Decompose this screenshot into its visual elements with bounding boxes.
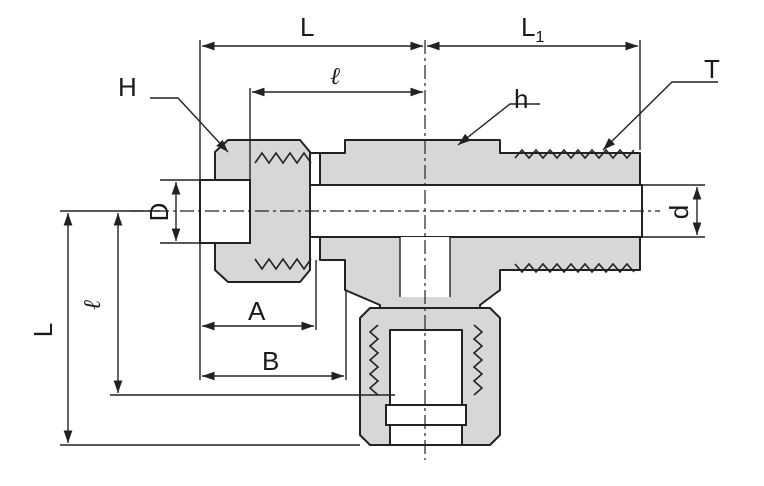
center-lines [130, 40, 660, 460]
label-H: H [118, 72, 137, 102]
label-A: A [248, 296, 266, 326]
label-L1-main: L [521, 12, 535, 42]
label-L1-subscript: 1 [535, 29, 544, 46]
label-d: d [664, 205, 694, 219]
label-h: h [514, 84, 528, 114]
label-T: T [704, 54, 720, 84]
label-D: D [144, 203, 174, 222]
label-L-top: L [300, 12, 314, 42]
label-L1: L1 [521, 12, 544, 46]
label-L-left: L [28, 323, 58, 337]
threads [254, 148, 635, 396]
label-l-left: ℓ [78, 300, 106, 310]
label-l-top: ℓ [330, 62, 340, 90]
dimension-lines [60, 40, 718, 446]
label-B: B [262, 346, 279, 376]
